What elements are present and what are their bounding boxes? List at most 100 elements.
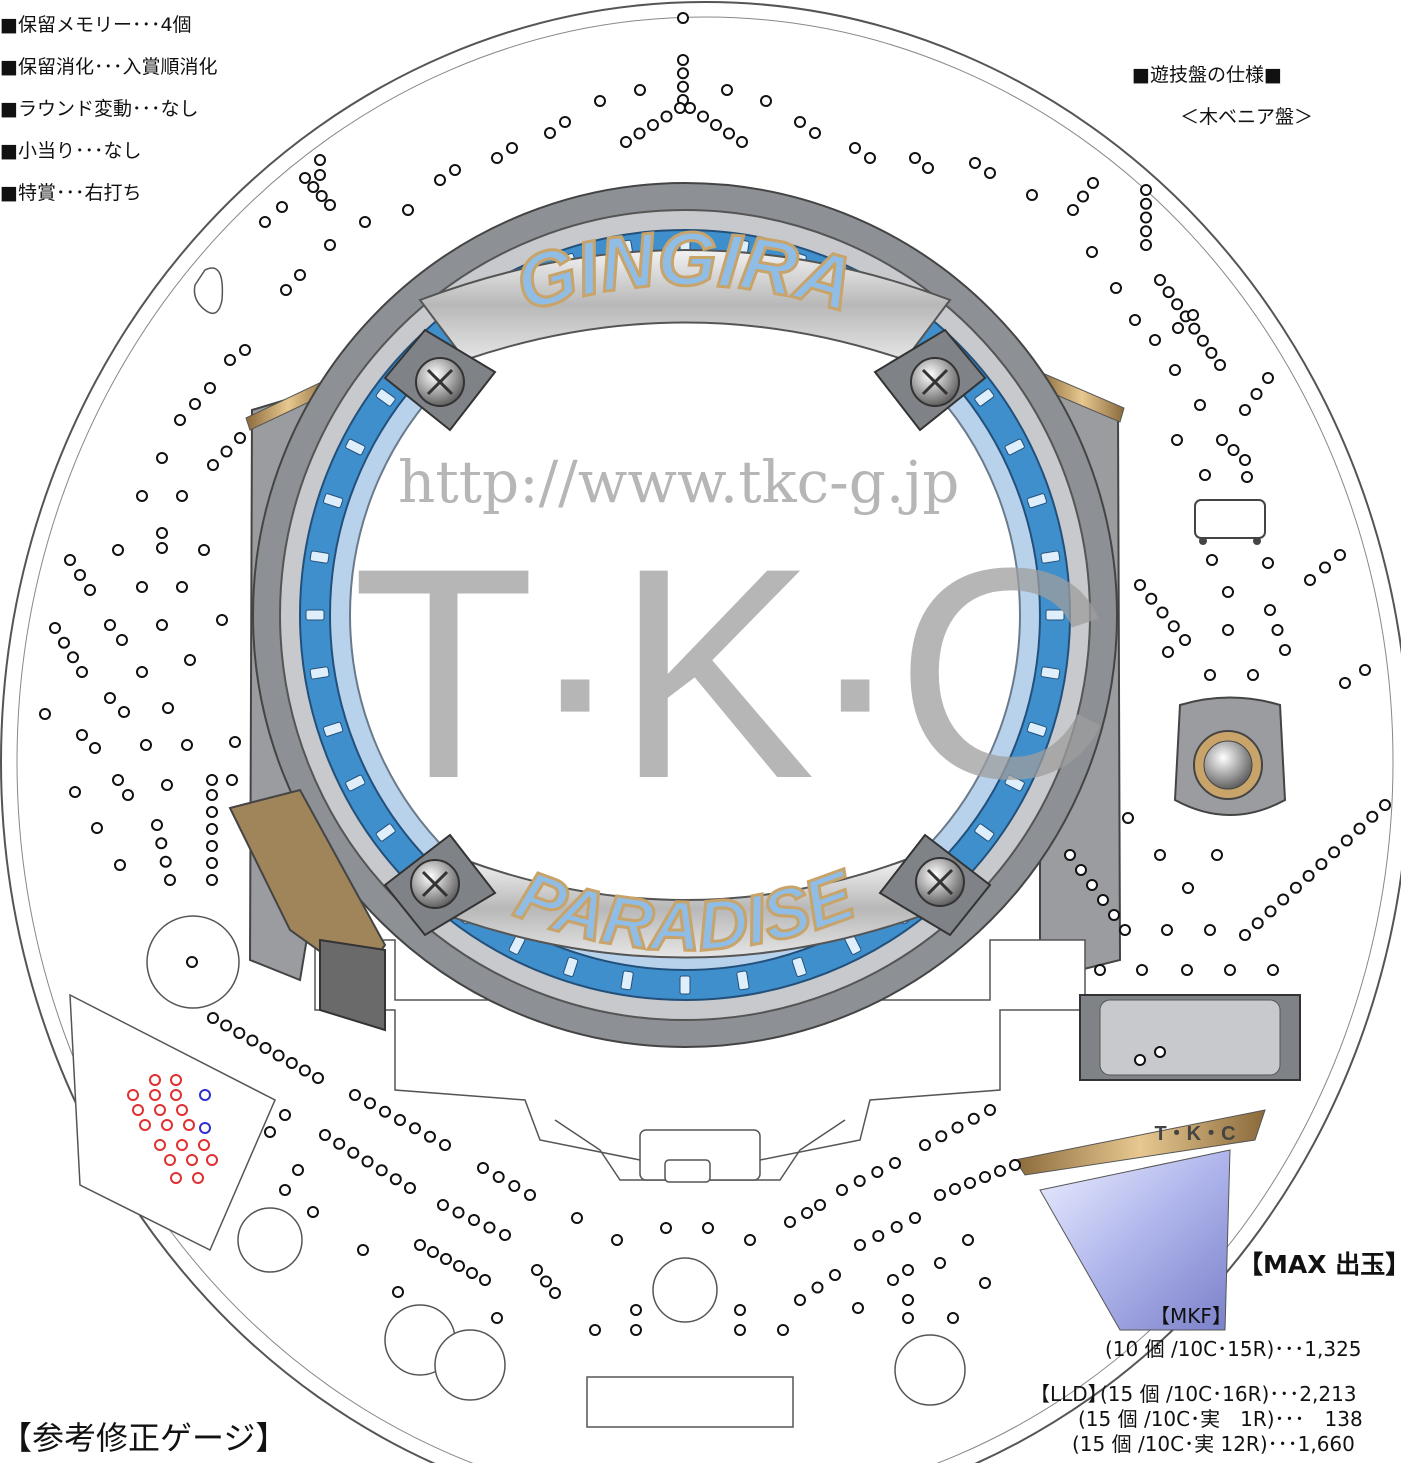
nail <box>1340 834 1353 847</box>
nail <box>452 1206 465 1219</box>
nail <box>220 445 233 458</box>
gauge-title: 【参考修正ゲージ】 <box>0 1419 288 1457</box>
nail <box>677 80 689 93</box>
nail <box>349 1089 361 1101</box>
nail <box>439 1139 451 1151</box>
nail <box>1205 346 1218 359</box>
board-inner-rail <box>16 16 1394 1463</box>
nail <box>852 1302 864 1314</box>
nail <box>969 157 981 169</box>
nail <box>544 127 556 139</box>
nail <box>324 239 336 251</box>
max-out-title: 【MAX 出玉】 <box>1238 1250 1401 1279</box>
nail <box>1167 620 1180 633</box>
nail <box>871 1166 884 1178</box>
center-lower-structure <box>314 939 1086 1171</box>
nail <box>864 152 876 164</box>
nail <box>206 857 218 869</box>
bolt-bottom-right <box>878 833 992 937</box>
ring-slot <box>345 438 366 456</box>
nail <box>1134 579 1146 591</box>
nail <box>186 1154 198 1166</box>
nail <box>176 490 188 502</box>
nail <box>794 1294 806 1306</box>
left-lower-panel <box>69 993 276 1252</box>
nail <box>161 779 173 791</box>
nail <box>1075 864 1087 876</box>
nail <box>164 1154 176 1166</box>
nail <box>491 152 503 164</box>
nail <box>1108 909 1120 921</box>
spec-list: ■保留メモリー･･･4個 ■保留消化･･･入賞順消化 ■ラウンド変動･･･なし … <box>0 4 217 214</box>
nail <box>1067 204 1079 216</box>
nail <box>1009 1159 1021 1171</box>
nail <box>76 729 88 741</box>
nail <box>809 127 821 139</box>
nail <box>192 1172 204 1184</box>
nail <box>264 1126 276 1138</box>
nail <box>347 1146 360 1159</box>
nail <box>1304 574 1316 586</box>
nail <box>889 1157 901 1169</box>
nail <box>1140 225 1152 238</box>
nail <box>272 1049 285 1062</box>
nail <box>136 581 148 593</box>
nail <box>947 1312 959 1324</box>
ring-slot <box>974 388 995 407</box>
nail <box>149 1089 161 1101</box>
nail <box>951 1121 964 1134</box>
nail <box>437 1199 449 1211</box>
nail <box>1087 177 1099 189</box>
ring-slot <box>309 666 330 680</box>
nail <box>710 119 722 131</box>
nail <box>836 1184 848 1196</box>
nail <box>319 1129 331 1141</box>
ring-slot <box>1045 609 1065 621</box>
nail <box>1086 246 1098 258</box>
nail <box>1211 849 1223 861</box>
nail <box>199 1122 211 1134</box>
nail <box>1136 964 1148 976</box>
nail <box>1171 298 1184 311</box>
nail <box>1222 624 1234 636</box>
nail <box>1119 924 1131 936</box>
nail <box>811 1281 824 1294</box>
nail <box>524 1189 536 1201</box>
nail <box>139 1119 151 1131</box>
nail <box>697 110 709 123</box>
bolt-bottom-left <box>383 833 497 937</box>
nail <box>1271 624 1284 636</box>
nail <box>477 1162 489 1174</box>
nail <box>684 102 696 114</box>
nail <box>854 1239 866 1251</box>
nail <box>156 527 168 539</box>
nail <box>279 1184 291 1196</box>
nail <box>1194 399 1206 411</box>
nail <box>154 1139 166 1151</box>
nail <box>279 1109 291 1121</box>
ring-slot <box>1026 493 1047 509</box>
ring-slot <box>974 823 995 842</box>
lld-row: (15 個 /10C･16R)･･･2,213 <box>1100 1382 1357 1406</box>
nail <box>909 1212 921 1224</box>
nail <box>229 736 241 748</box>
nail <box>492 1171 505 1183</box>
left-attacker-lower <box>319 938 386 1032</box>
nail <box>483 1221 496 1234</box>
nail <box>1224 964 1236 976</box>
watermark-url: http://www.tkc-g.jp <box>398 448 960 516</box>
nail <box>1094 964 1106 976</box>
nail <box>114 859 126 871</box>
nail <box>176 1104 188 1116</box>
bolt-top-right <box>873 328 987 432</box>
nail <box>1353 822 1366 835</box>
nail <box>285 1057 298 1069</box>
right-pocket <box>1173 696 1287 816</box>
nail <box>207 1012 219 1024</box>
nail <box>184 654 196 666</box>
nail <box>206 840 218 852</box>
nail <box>702 1222 714 1234</box>
nail <box>314 154 326 166</box>
nail <box>449 164 461 176</box>
nail <box>1077 190 1089 203</box>
